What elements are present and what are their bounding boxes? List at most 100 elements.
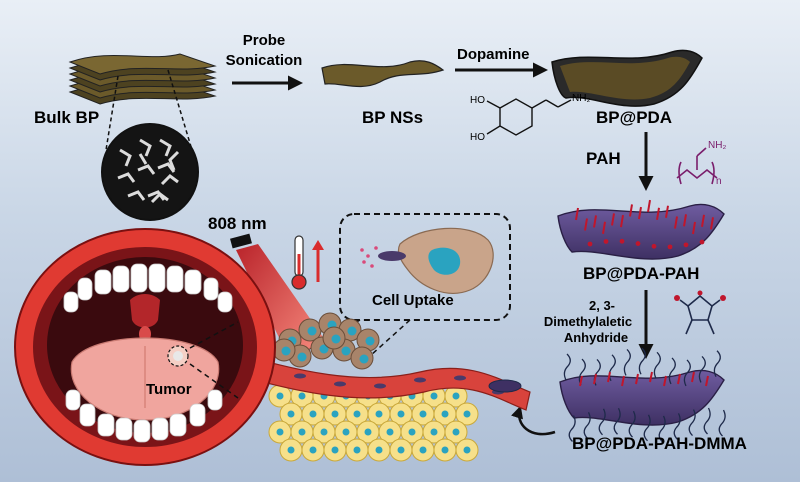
- dmma-strand: [703, 407, 711, 435]
- label-reagent-3: Anhydride: [563, 330, 629, 345]
- bp-crystal-structure: [101, 123, 199, 221]
- dmma-strand: [623, 348, 631, 376]
- pah-spike: [674, 216, 678, 229]
- dmma-spike: [621, 375, 625, 387]
- chem-nh2-dopamine: NH₂: [572, 93, 591, 104]
- dmma-spike: [705, 375, 709, 387]
- normal-cell: [367, 438, 391, 462]
- pah-spikes: [575, 199, 714, 250]
- label-bp-pda-pah: BP@PDA-PAH: [583, 264, 700, 283]
- pah-dot: [603, 239, 609, 244]
- bp-nanosheet: [321, 60, 445, 88]
- dmma-spike: [649, 371, 653, 383]
- label-bp-pda-pah-dmma: BP@PDA-PAH-DMMA: [572, 434, 747, 453]
- pah-spike: [701, 214, 705, 228]
- dmma-strand: [638, 347, 646, 375]
- pah-spike: [665, 205, 669, 218]
- dmma-strand: [563, 353, 571, 381]
- dmma-spike: [691, 371, 695, 383]
- tumor-cell: [350, 346, 374, 370]
- dmma-strand: [668, 357, 676, 385]
- pah-spike: [656, 207, 660, 220]
- normal-cell: [268, 420, 292, 444]
- normal-cell: [290, 420, 314, 444]
- nanoparticle-uptake: [378, 251, 406, 261]
- normal-cell: [433, 438, 457, 462]
- blood-vessel: [219, 349, 531, 411]
- label-dopamine: Dopamine: [457, 46, 530, 63]
- thermometer-icon: [291, 235, 307, 290]
- label-reagent-1: 2, 3-: [588, 298, 615, 313]
- up-arrow-head: [312, 240, 324, 250]
- normal-cell: [279, 438, 303, 462]
- chem-ho-1: HO: [470, 95, 485, 106]
- label-probe: Probe: [242, 32, 286, 49]
- pah-dot: [667, 244, 673, 250]
- dmma-strand: [613, 407, 621, 435]
- zoom-line-left: [105, 75, 119, 151]
- label-tumor: Tumor: [146, 381, 192, 398]
- dmma-strand: [653, 351, 661, 379]
- dmma-strand: [713, 350, 721, 378]
- normal-cell: [301, 438, 325, 462]
- normal-cell: [345, 438, 369, 462]
- pah-spike: [629, 204, 633, 217]
- label-laser: 808 nm: [208, 214, 267, 233]
- label-bulk-bp: Bulk BP: [34, 108, 100, 127]
- pah-spike: [683, 214, 687, 227]
- pah-spike: [638, 206, 642, 220]
- dmma-strand: [643, 414, 651, 442]
- dmma-spike: [635, 373, 639, 385]
- pah-dot: [619, 238, 625, 244]
- dmma-strand: [578, 358, 586, 386]
- label-cell-uptake: Cell Uptake: [372, 292, 454, 309]
- pah-spike: [611, 213, 615, 226]
- label-sonication: Sonication: [225, 52, 303, 69]
- pah-spike: [584, 218, 588, 231]
- normal-cell: [301, 402, 325, 426]
- pah-spike: [575, 207, 579, 221]
- dmma-spike: [579, 375, 583, 387]
- dmma-strand: [673, 413, 681, 440]
- pah-structure: [676, 147, 718, 185]
- normal-cell: [444, 420, 468, 444]
- cell-uptake-box: [339, 213, 511, 321]
- dmma-spike: [593, 373, 597, 385]
- normal-cell: [455, 402, 479, 426]
- dmma-strand: [628, 410, 636, 438]
- pah-dot: [587, 241, 593, 247]
- tumor-zoom-line-2: [189, 363, 239, 399]
- dmma-strand: [598, 408, 606, 436]
- normal-cell: [389, 438, 413, 462]
- pah-spike: [602, 221, 606, 234]
- normal-cell: [411, 402, 435, 426]
- mouth-illustration: [14, 228, 276, 466]
- normal-cell: [455, 438, 479, 462]
- tumor-cell: [298, 318, 322, 342]
- label-bp-pda: BP@PDA: [596, 108, 673, 127]
- dmma-strand: [583, 411, 591, 439]
- bp-pda-sheet: [551, 49, 703, 107]
- normal-cell: [367, 402, 391, 426]
- normal-cell: [389, 402, 413, 426]
- dmma-spike: [677, 373, 681, 385]
- normal-cell: [433, 402, 457, 426]
- bulk-bp-stack: [68, 53, 217, 105]
- normal-cell: [411, 438, 435, 462]
- chem-nh2-pah: NH₂: [708, 140, 727, 151]
- normal-cell: [312, 420, 336, 444]
- normal-cell: [323, 438, 347, 462]
- pah-spike: [647, 199, 651, 213]
- dmma-spike: [663, 375, 667, 387]
- dmma-strand: [683, 359, 691, 387]
- pah-dot: [699, 239, 705, 245]
- pah-spike: [710, 217, 714, 230]
- uptake-dots: [360, 246, 378, 268]
- dmma-strand: [718, 409, 726, 437]
- dmma-spike: [607, 371, 611, 383]
- tumor-cell-cluster: [272, 312, 380, 370]
- dmma-strand: [698, 356, 706, 383]
- tumor-cell: [322, 326, 346, 350]
